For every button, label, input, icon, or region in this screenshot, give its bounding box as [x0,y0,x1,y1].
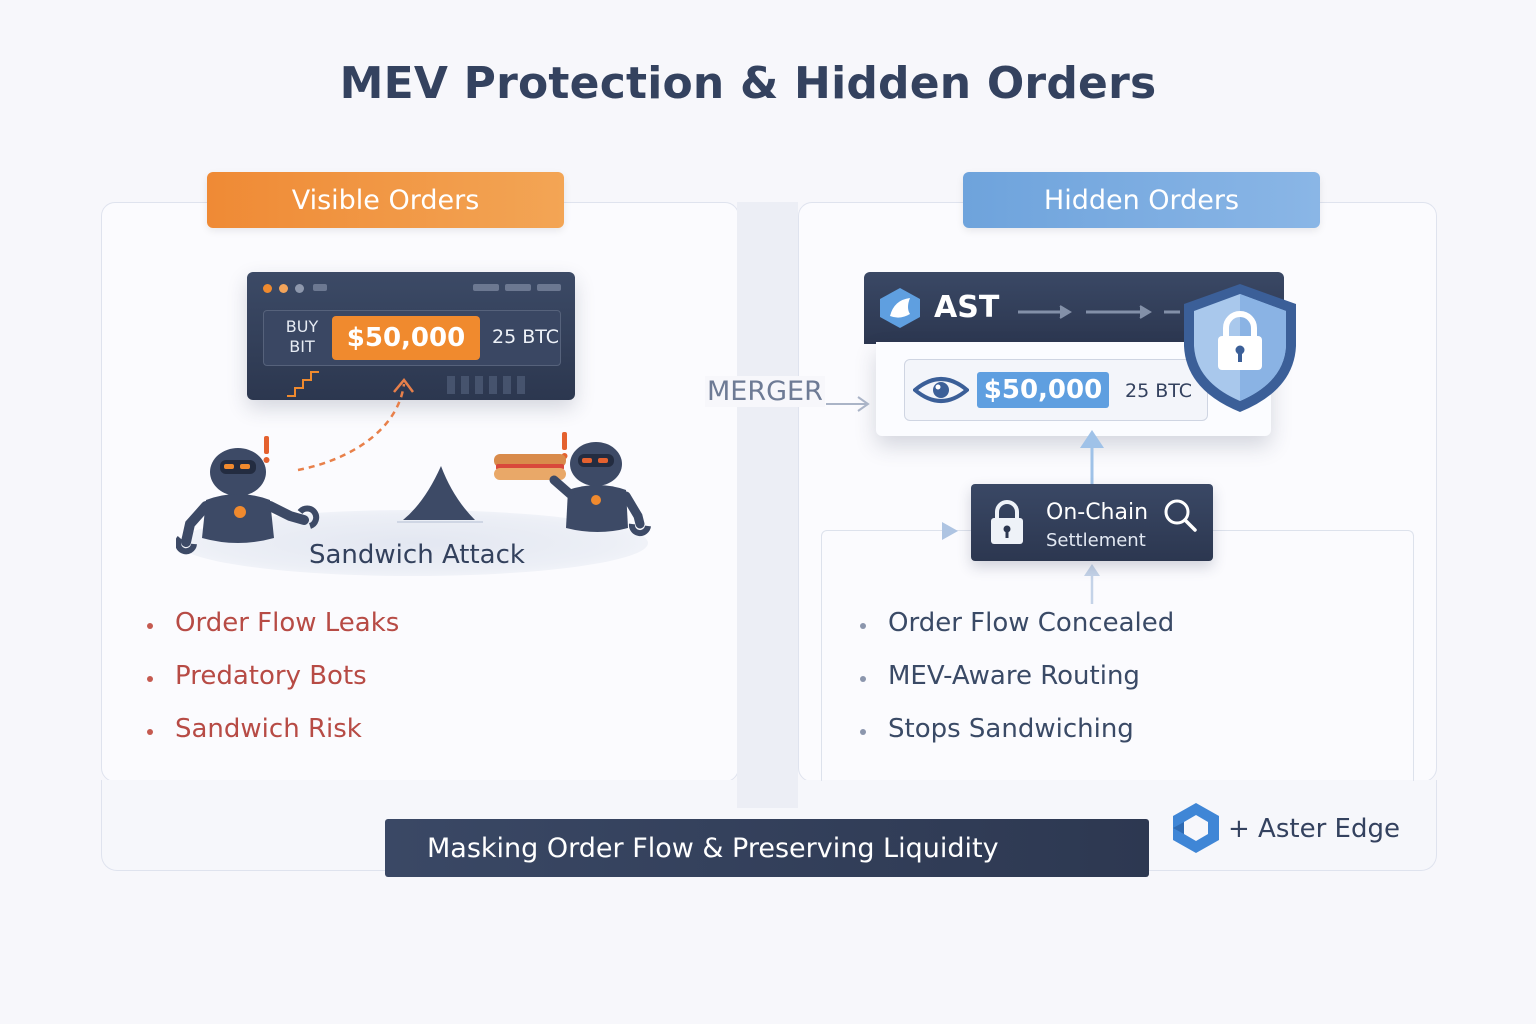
shield-lock-icon [1184,284,1296,412]
buy-order-row: BUY BIT $50,000 25 BTC [263,310,561,366]
protection-list: Order Flow Concealed MEV-Aware Routing S… [850,608,1174,767]
up-arrow-icon [1080,430,1104,484]
flow-arrows-icon [1018,305,1180,319]
sandwich-bot-icon [494,432,651,537]
visible-quantity: 25 BTC [492,326,560,348]
brand-label: + Aster Edge [1228,814,1400,844]
toolbar-bar [473,284,499,291]
order-terminal: BUY BIT $50,000 25 BTC [247,272,575,400]
settlement-title: On-Chain [1046,500,1149,525]
list-item: Sandwich Risk [137,714,399,767]
list-item: Order Flow Leaks [137,608,399,661]
settlement-subtitle: Settlement [1046,530,1146,551]
risk-list: Order Flow Leaks Predatory Bots Sandwich… [137,608,399,767]
window-dot [295,284,304,293]
up-arrow-small-icon [1084,564,1100,604]
toolbar-bar [505,284,531,291]
list-item: Order Flow Concealed [850,608,1174,661]
merger-label: MERGER [705,376,825,407]
hidden-price: $50,000 [977,372,1109,408]
sandwich-attack-label: Sandwich Attack [309,540,525,570]
window-dot [279,284,288,293]
shark-fin-icon [397,466,483,523]
hidden-orders-header: Hidden Orders [963,172,1320,228]
buy-label: BUY BIT [285,317,319,356]
route-arrow-icon [942,522,958,540]
padlock-icon [991,500,1023,544]
visible-price: $50,000 [332,316,480,360]
bot-icon [176,436,320,555]
window-dot [263,284,272,293]
panel-divider [737,202,798,808]
aster-logo-icon [1173,803,1219,853]
tagline-banner: Masking Order Flow & Preserving Liquidit… [385,819,1149,877]
aster-token-icon [880,288,920,328]
magnifier-icon [1164,499,1197,532]
eye-icon [913,377,969,403]
ast-token-label: AST [934,290,1000,325]
list-item: Predatory Bots [137,661,399,714]
visible-orders-header: Visible Orders [207,172,564,228]
toolbar-bar [313,284,327,291]
list-item: MEV-Aware Routing [850,661,1174,714]
leak-arrow-icon [297,377,414,472]
merger-arrow-icon [826,396,870,412]
toolbar-bar [537,284,561,291]
list-item: Stops Sandwiching [850,714,1174,767]
hidden-order-row: $50,000 25 BTC [904,359,1208,421]
page-title: MEV Protection & Hidden Orders [339,58,1157,109]
orderbook-bars-icon [287,371,525,397]
on-chain-settlement-box: On-Chain Settlement [971,484,1213,561]
hidden-quantity: 25 BTC [1125,380,1193,402]
